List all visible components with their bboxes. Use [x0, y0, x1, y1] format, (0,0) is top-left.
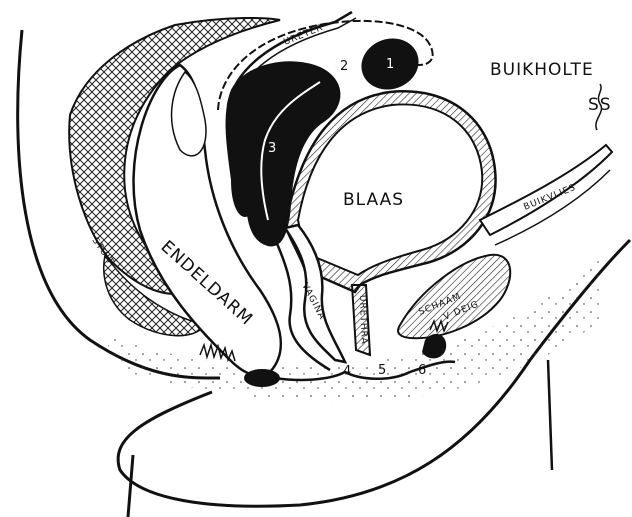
number-1: 1: [386, 57, 394, 72]
number-6: 6: [418, 363, 426, 378]
ureter-label: URETER: [282, 23, 325, 48]
number-5: 5: [378, 363, 386, 378]
leg-front-line: [548, 360, 552, 470]
anus: [244, 369, 280, 387]
number-3: 3: [268, 141, 276, 156]
number-2: 2: [340, 59, 348, 74]
blaas-label: BLAAS: [343, 190, 404, 210]
thigh-line: [128, 455, 133, 517]
number-4: 4: [343, 364, 351, 379]
buikholte-label: BUIKHOLTE: [490, 60, 594, 80]
urethra-label: URETHRA: [357, 295, 369, 345]
abdominal-wall: [480, 145, 612, 235]
ss-label: SS: [588, 95, 612, 115]
